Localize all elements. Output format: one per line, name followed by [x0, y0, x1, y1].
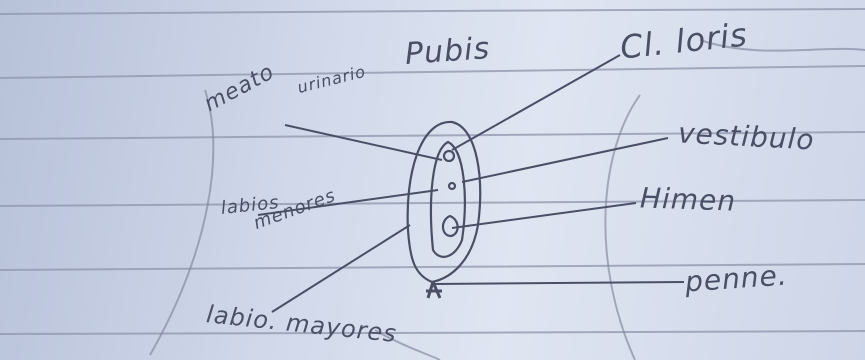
vulva-drawing — [408, 122, 481, 298]
label-himen: Himen — [639, 181, 736, 217]
clitoris-mark — [444, 151, 454, 161]
leader-vestibulo — [462, 138, 668, 182]
label-vestibulo: vestibulo — [677, 116, 815, 156]
label-pubis: Pubis — [404, 31, 491, 72]
urethral-mark — [449, 183, 455, 189]
vaginal-opening — [443, 216, 458, 236]
leader-clitoris — [452, 55, 620, 150]
leader-meato — [285, 125, 442, 160]
leader-perine — [434, 282, 684, 284]
leader-lines — [258, 55, 684, 312]
